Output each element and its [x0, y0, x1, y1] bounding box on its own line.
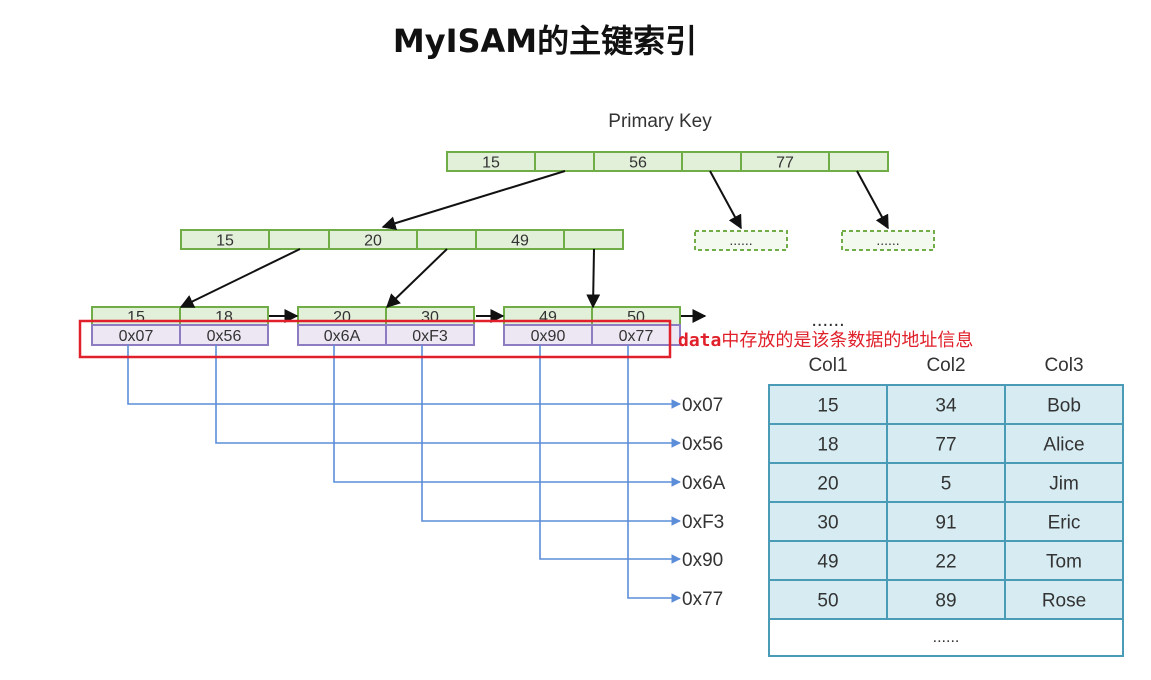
- leaf-address-label: 0xF3: [412, 328, 448, 345]
- leaf-address-cell: [591, 324, 681, 346]
- internal-key-label: 49: [511, 233, 529, 250]
- leaf-address-label: 0x77: [619, 328, 654, 345]
- table-cell-value: 89: [935, 591, 956, 612]
- table-cell-value: 5: [941, 474, 952, 495]
- table-cell-value: Rose: [1042, 591, 1086, 612]
- leaf-key-label: 20: [333, 309, 351, 326]
- leaf-address-label: 0x6A: [324, 328, 361, 345]
- tree-pointer-arrow: [385, 248, 448, 308]
- tree-pointer-arrow: [179, 248, 301, 308]
- row-address-label: 0x77: [682, 589, 723, 610]
- table-column-header: Col1: [808, 355, 847, 376]
- placeholder-label: ......: [729, 232, 752, 248]
- table-cell: [1004, 384, 1124, 425]
- table-cell: [886, 384, 1006, 425]
- leaf-key-label: 15: [127, 309, 145, 326]
- leaf-address-label: 0x90: [531, 328, 566, 345]
- table-ellipsis-label: ......: [933, 629, 960, 646]
- table-cell: [886, 579, 1006, 620]
- table-cell: [886, 423, 1006, 464]
- root-caption: Primary Key: [608, 111, 712, 132]
- table-cell-value: 18: [817, 435, 838, 456]
- table-cell-value: 49: [817, 552, 838, 573]
- tree-pointer-arrow: [856, 170, 889, 230]
- table-cell: [768, 423, 888, 464]
- annotation-text: 中存放的是该条数据的地址信息: [721, 330, 973, 351]
- address-pointer-line: [627, 345, 681, 603]
- root-pointer-cell: [681, 151, 742, 172]
- leaf-address-label: 0x56: [207, 328, 242, 345]
- table-cell-value: 34: [935, 396, 957, 417]
- annotation: data中存放的是该条数据的地址信息: [678, 330, 973, 351]
- internal-key-label: 20: [364, 233, 382, 250]
- page-title: MyISAM的主键索引: [393, 22, 697, 60]
- row-address-label: 0x56: [682, 434, 723, 455]
- table-cell: [1004, 501, 1124, 542]
- table-cell-value: 15: [817, 396, 838, 417]
- address-pointer-line: [539, 345, 681, 564]
- row-address-label: 0x90: [682, 550, 723, 571]
- table-cell-value: 77: [935, 435, 956, 456]
- table-cell-value: Alice: [1043, 435, 1084, 456]
- internal-key-label: 15: [216, 233, 234, 250]
- address-pointer-line: [215, 345, 681, 448]
- data-pointer-lines: 0x07 0x56 0x6A 0xF3 0x90 0x77: [127, 345, 726, 610]
- placeholder-label: ......: [876, 232, 899, 248]
- address-pointer-line: [421, 345, 681, 526]
- tree-pointer-arrow: [709, 170, 742, 230]
- placeholder-node: [841, 230, 935, 251]
- placeholder-node: [694, 230, 788, 251]
- table-column-header: Col2: [926, 355, 965, 376]
- row-address-label: 0xF3: [682, 512, 724, 533]
- leaf-key-label: 30: [421, 309, 439, 326]
- table-cell: [886, 462, 1006, 503]
- root-key-label: 56: [629, 155, 647, 172]
- data-table: Col1 Col2 Col3 15 34 Bob 18 77 Alice 20 5 Jim 30 91 Er…: [768, 355, 1124, 657]
- internal-pointer-cell: [268, 229, 330, 250]
- table-cell-value: 50: [817, 591, 838, 612]
- table-cell-value: 22: [935, 552, 956, 573]
- table-cell-value: 30: [817, 513, 838, 534]
- leaf-address-cell: [385, 324, 475, 346]
- tree-pointer-arrow: [586, 248, 601, 309]
- btree-structure: 15 56 77 15 20 49............ 15 18 0x07 0x56 20 30…: [91, 151, 935, 346]
- root-key-label: 15: [482, 155, 500, 172]
- tree-pointer-arrow: [381, 170, 566, 230]
- table-cell: [1004, 540, 1124, 581]
- table-cell-value: Eric: [1048, 513, 1081, 534]
- leaf-key-label: 50: [627, 309, 645, 326]
- leaf-ellipsis: ......: [811, 309, 844, 331]
- table-column-header: Col3: [1044, 355, 1083, 376]
- root-pointer-cell: [534, 151, 595, 172]
- table-ellipsis-row: [768, 618, 1124, 657]
- address-pointer-line: [333, 345, 681, 487]
- leaf-key-label: 49: [539, 309, 557, 326]
- table-cell-value: 20: [817, 474, 838, 495]
- table-cell: [768, 540, 888, 581]
- leaf-address-cell: [179, 324, 269, 346]
- table-cell-value: Tom: [1046, 552, 1082, 573]
- table-cell: [1004, 423, 1124, 464]
- table-cell: [1004, 462, 1124, 503]
- address-pointer-line: [127, 345, 681, 409]
- table-cell-value: 91: [935, 513, 956, 534]
- internal-pointer-cell: [563, 229, 624, 250]
- table-cell-value: Jim: [1049, 474, 1079, 495]
- leaf-address-label: 0x07: [119, 328, 154, 345]
- table-cell-value: Bob: [1047, 396, 1081, 417]
- address-highlight-box: [78, 319, 672, 359]
- root-key-label: 77: [776, 155, 794, 172]
- internal-pointer-cell: [416, 229, 477, 250]
- leaf-key-label: 18: [215, 309, 233, 326]
- root-pointer-cell: [828, 151, 889, 172]
- row-address-label: 0x6A: [682, 473, 726, 494]
- row-address-label: 0x07: [682, 395, 723, 416]
- annotation-code: data: [678, 330, 721, 351]
